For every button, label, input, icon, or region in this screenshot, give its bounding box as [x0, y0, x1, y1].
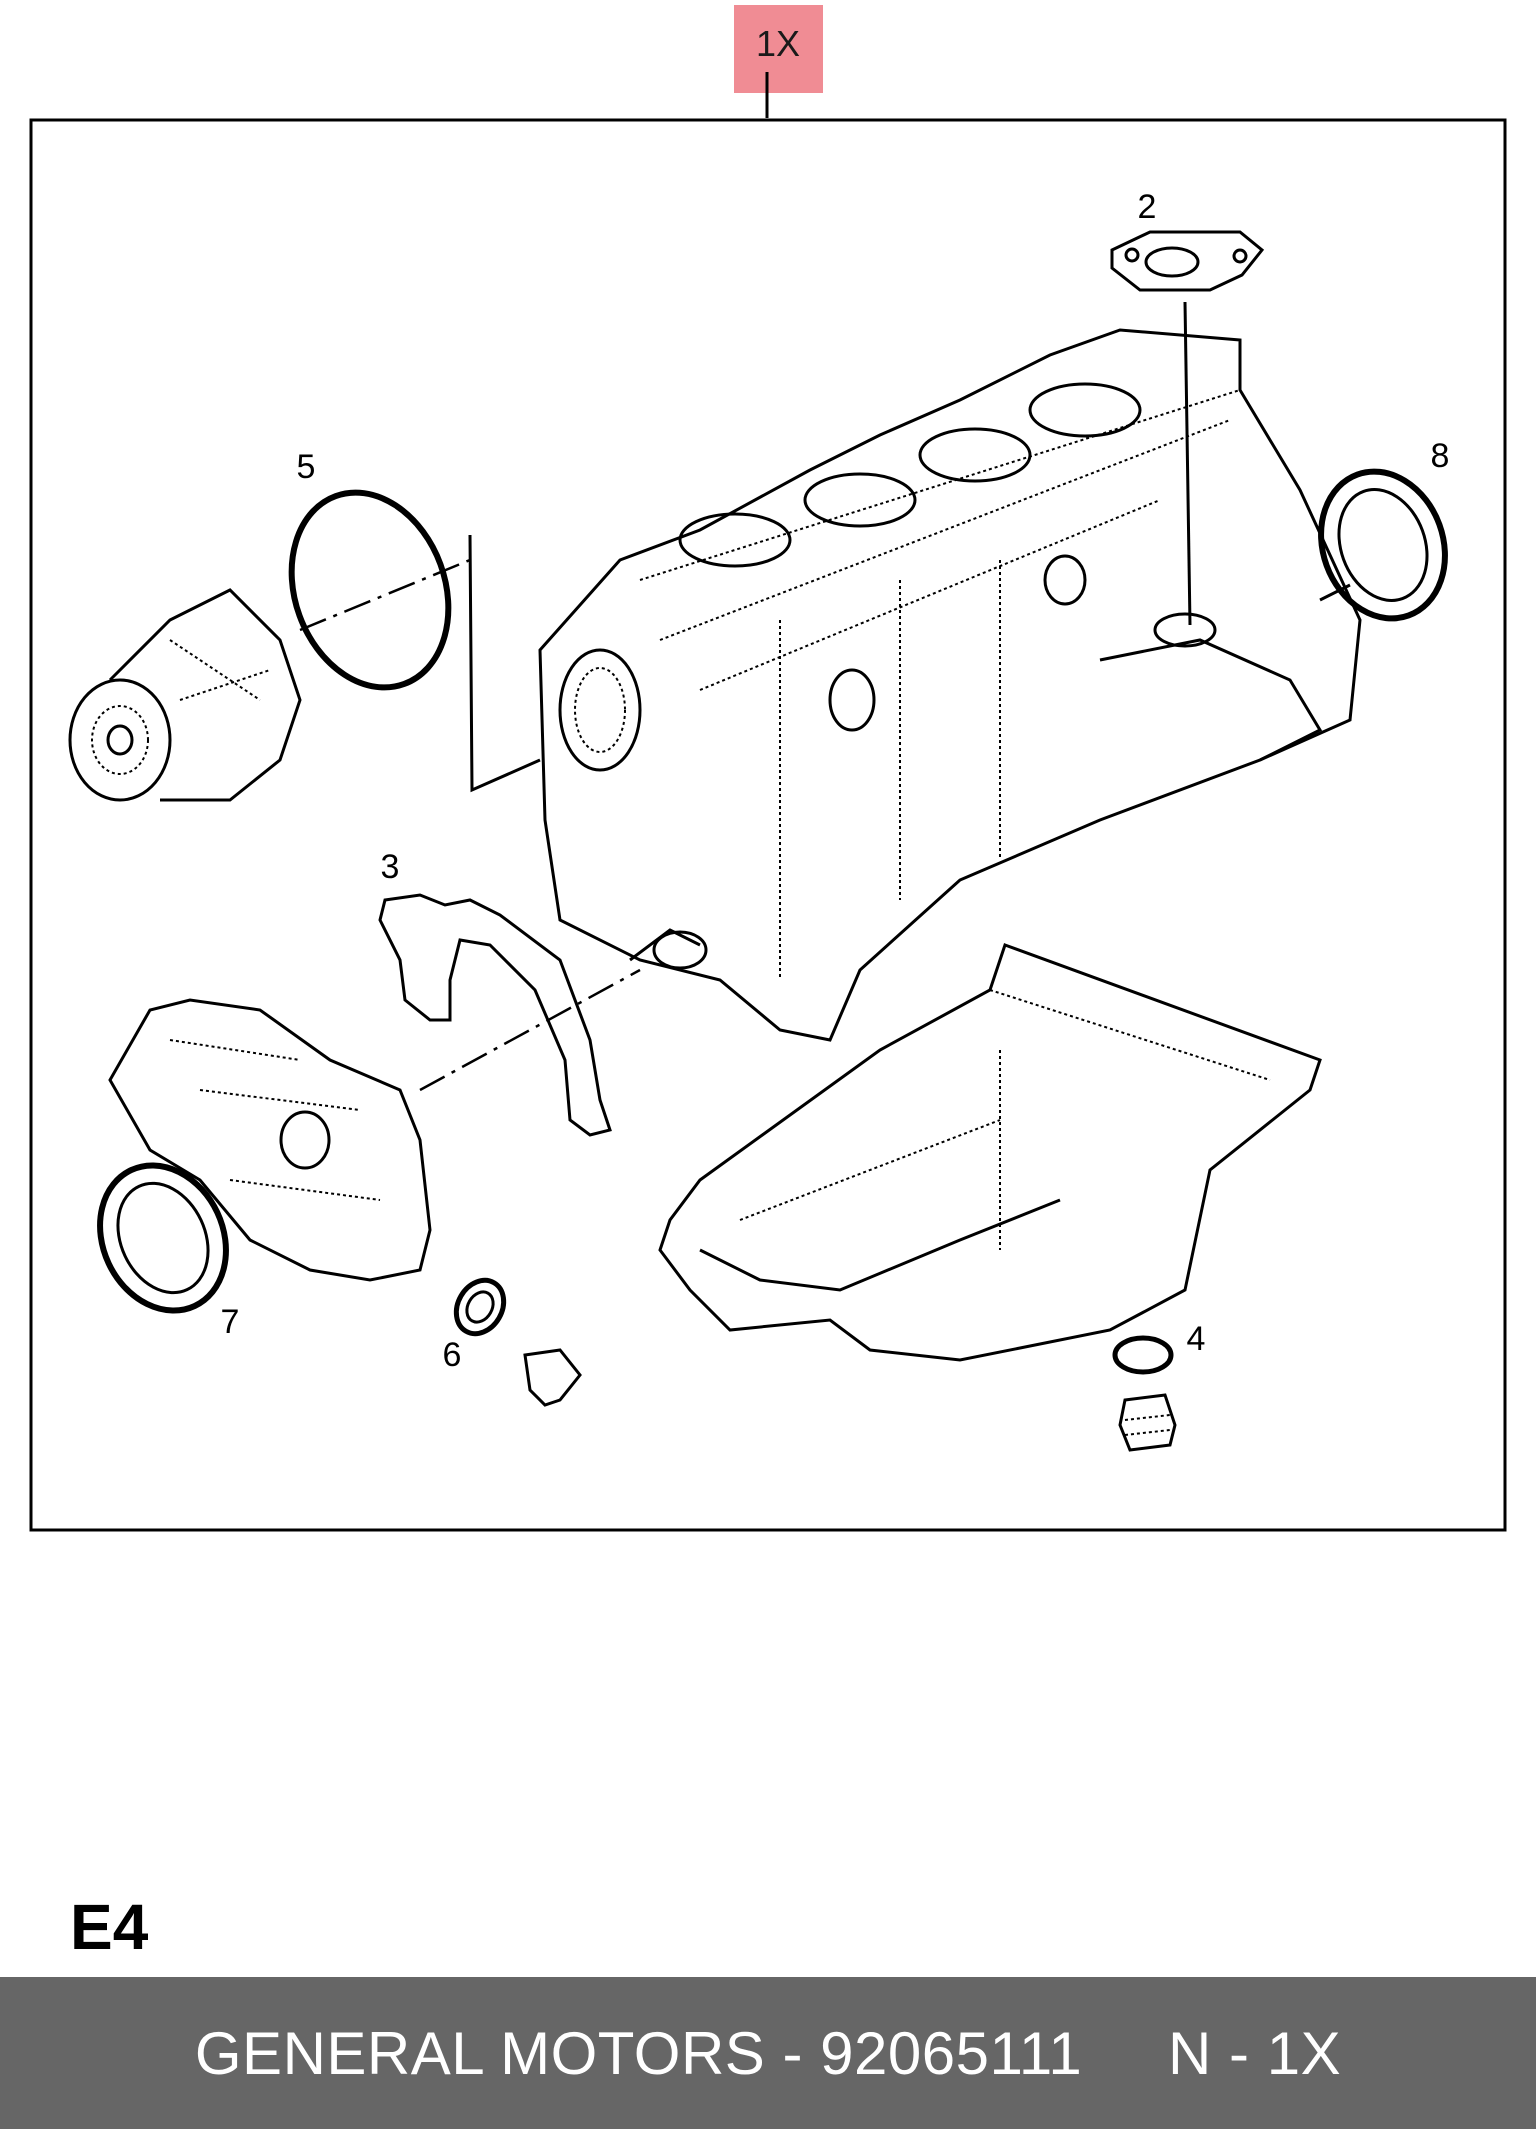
- oil-pan: [658, 943, 1322, 1362]
- drain-plug-o-ring: [1112, 1335, 1174, 1375]
- water-pump-o-ring: [288, 489, 541, 793]
- callout-8: 8: [1431, 437, 1450, 475]
- exploded-parts-diagram: 1X: [29, 5, 1507, 1532]
- badge-label: 1X: [756, 23, 800, 64]
- flange-gasket: [1110, 230, 1265, 292]
- engine-block: [538, 328, 1362, 1042]
- footer-bar: GENERAL MOTORS - 92065111 N - 1X: [0, 1977, 1536, 2129]
- callout-2: 2: [1138, 188, 1157, 226]
- callout-6: 6: [443, 1336, 462, 1374]
- callout-3: 3: [381, 848, 400, 886]
- callout-7: 7: [221, 1303, 240, 1341]
- callout-5: 5: [297, 448, 316, 486]
- kit-quantity-badge: 1X: [734, 5, 823, 118]
- badge-box: [734, 5, 823, 93]
- callout-4: 4: [1187, 1320, 1206, 1358]
- drain-plug: [1118, 1393, 1177, 1452]
- timing-cover-gasket: [378, 893, 641, 1137]
- small-shaft-seal: [453, 1277, 507, 1337]
- diagram-frame: [29, 118, 1507, 1532]
- water-pump: [68, 588, 302, 802]
- footer-part-info: GENERAL MOTORS - 92065111 N - 1X: [194, 2019, 1342, 2087]
- rear-crankshaft-seal: [1318, 468, 1448, 622]
- leader-line-2: [1183, 301, 1192, 626]
- front-crankshaft-seal: [97, 1162, 229, 1314]
- section-code: E4: [70, 1891, 149, 1963]
- oil-pump: [108, 998, 432, 1282]
- sensor-plug: [523, 1348, 582, 1407]
